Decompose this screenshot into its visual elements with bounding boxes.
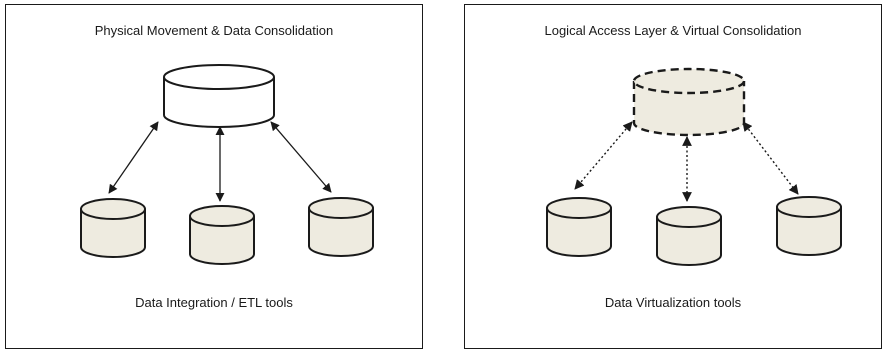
panel-title: Physical Movement & Data Consolidation xyxy=(94,23,334,38)
connector-right xyxy=(270,121,332,193)
source-database-icon xyxy=(189,205,255,265)
physical-consolidation-panel: Physical Movement & Data Consolidation xyxy=(5,4,423,349)
source-database-icon xyxy=(80,198,146,258)
virtual-consolidation-panel: Logical Access Layer & Virtual Consolida… xyxy=(464,4,882,349)
connector-left xyxy=(108,121,159,194)
connector-right xyxy=(742,121,799,195)
source-database-icon xyxy=(546,197,612,257)
source-database-icon xyxy=(656,206,722,266)
panel-caption: Data Integration / ETL tools xyxy=(135,295,293,310)
central-database-icon xyxy=(163,64,275,128)
source-database-icon xyxy=(308,197,374,257)
virtual-database-icon xyxy=(632,67,746,137)
connector-left xyxy=(574,121,633,190)
panel-title: Logical Access Layer & Virtual Consolida… xyxy=(544,23,802,38)
source-database-icon xyxy=(776,196,842,256)
virtual-consolidation-diagram xyxy=(546,67,842,266)
physical-consolidation-diagram xyxy=(80,64,374,265)
panel-caption: Data Virtualization tools xyxy=(604,295,742,310)
